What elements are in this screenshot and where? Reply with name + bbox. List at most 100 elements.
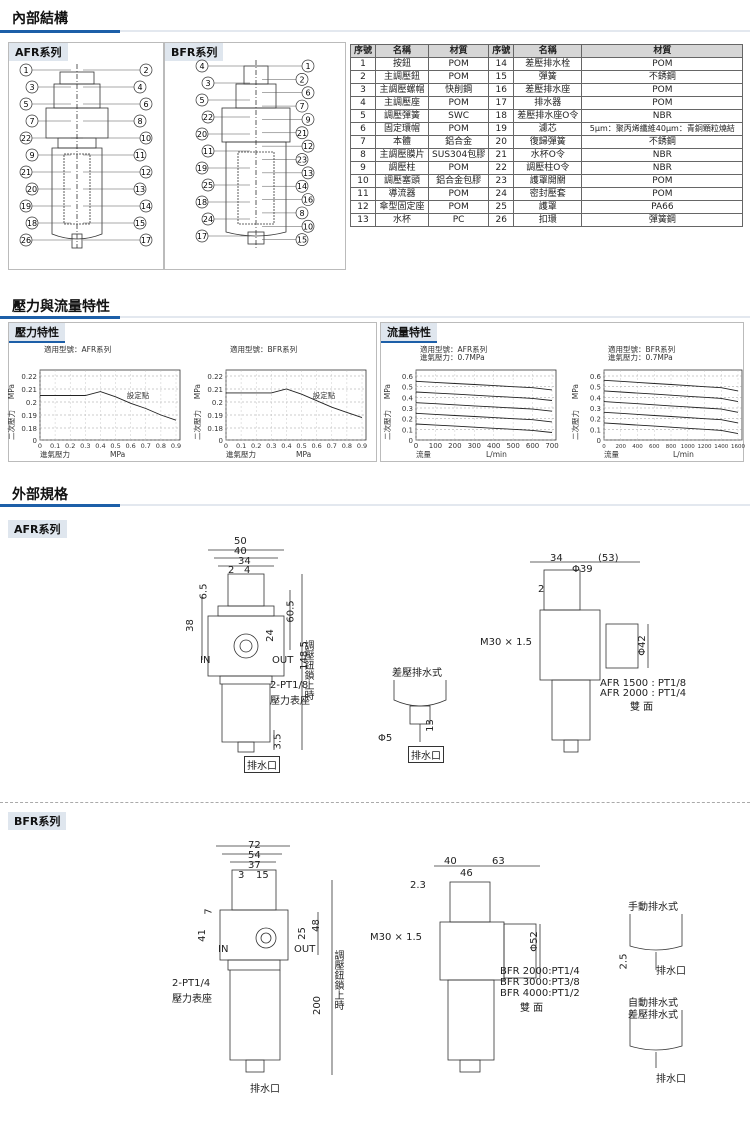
callout-number: 16: [303, 196, 313, 205]
parts-cell: 23: [488, 174, 515, 188]
section-title-characteristics: 壓力與流量特性: [12, 299, 110, 315]
chart-title: 適用型號：BFR系列: [230, 344, 297, 354]
callout-number: 12: [303, 142, 313, 151]
chart-x-tick: 0.3: [266, 442, 276, 450]
section-divider: [0, 30, 750, 33]
chart-series-line: [40, 391, 177, 421]
parts-cell: 1: [349, 57, 377, 71]
chart-y-tick: 0.2: [402, 416, 413, 424]
chart-y-tick: 0.21: [207, 386, 223, 394]
chart-x-tick: 500: [506, 442, 519, 450]
callout-number: 20: [197, 130, 207, 139]
bfr-manual-dim-2-5: 2.5: [618, 953, 630, 970]
parts-cell: 快削鋼: [428, 83, 490, 97]
callout-number: 19: [21, 202, 31, 211]
chart-y-tick: 0.19: [21, 412, 37, 420]
afr-dim-60-5: 60.5: [285, 600, 297, 623]
chart-y-tick: 0.18: [21, 425, 37, 433]
parts-cell: SWC: [428, 109, 490, 123]
chart-y-tick: 0.19: [207, 412, 223, 420]
callout-number: 1: [23, 66, 28, 75]
parts-cell: 9: [349, 161, 377, 175]
parts-cell: 13: [349, 213, 377, 227]
parts-cell: 調壓彈簧: [375, 109, 430, 123]
callout-circle: [301, 166, 315, 180]
callout-number: 6: [305, 89, 310, 98]
bfr-model-3000: BFR 3000:PT3/8: [500, 977, 580, 988]
callout-circle: [139, 199, 153, 213]
callout-circle: [25, 148, 39, 162]
parts-cell: 22: [488, 161, 515, 175]
afr-dim-2: 2: [228, 565, 235, 576]
bfr-dim-37: 37: [248, 860, 261, 871]
callout-circle: [19, 97, 33, 111]
callout-number: 17: [197, 232, 207, 241]
chart-x-tick: 0.8: [156, 442, 166, 450]
bfr-dim-72: 72: [248, 840, 261, 851]
callout-circle: [301, 113, 315, 126]
chart-frame: [225, 369, 367, 441]
chart-x-tick: 0: [224, 442, 228, 450]
chart-x-tick: 200: [448, 442, 461, 450]
parts-header-cell: 材質: [581, 44, 744, 58]
section-title-internal: 內部結構: [12, 11, 68, 27]
parts-cell: 11: [349, 187, 377, 201]
parts-cell: 5μm：聚丙烯纖維40μm：青銅顆粒燒結: [581, 122, 744, 136]
chart-y-tick: 0.1: [590, 426, 601, 434]
parts-cell: 18: [488, 109, 515, 123]
chart-series-line: [415, 391, 553, 401]
chart-x-label: 進氣壓力: [40, 449, 70, 459]
bfr-auto-drain-title: 自動排水式: [628, 998, 678, 1009]
callout-number: 22: [203, 113, 213, 122]
chart-y-tick: 0: [219, 437, 223, 445]
callout-circle: [25, 114, 39, 128]
chart-series-line: [415, 423, 553, 433]
callout-number: 4: [199, 62, 204, 71]
parts-cell: 濾芯: [513, 122, 583, 136]
bfr-in-label: IN: [218, 944, 229, 955]
parts-cell: POM: [428, 200, 490, 214]
bfr-port-label: 2-PT1/4: [172, 978, 211, 989]
callout-number: 25: [203, 181, 213, 190]
callout-circle: [25, 80, 39, 94]
callout-circle: [25, 182, 39, 196]
callout-circle: [301, 139, 315, 153]
parts-cell: 14: [488, 57, 515, 71]
chart-y-tick: 0.22: [207, 373, 223, 381]
bfr-auto-drain-label: 排水口: [656, 1074, 686, 1085]
afr-adjust-note: 調壓鈕鎖上時: [302, 640, 313, 700]
bfr-dim-25: 25: [296, 927, 308, 940]
chart-x-tick: 400: [632, 444, 643, 450]
bfr-gauge-label: 壓力表座: [172, 994, 212, 1005]
callout-number: 5: [23, 100, 28, 109]
callout-circle: [201, 178, 215, 192]
chart-x-tick: 0.1: [236, 442, 246, 450]
chart-y-label: 二次壓力: [570, 410, 580, 440]
afr-dim-4: 4: [244, 565, 251, 576]
callout-number: 19: [197, 164, 207, 173]
afr-dim-34: 34: [238, 556, 251, 567]
series-divider: [0, 802, 750, 803]
chart-x-unit: MPa: [110, 450, 125, 459]
callout-number: 3: [29, 83, 34, 92]
parts-cell: 差壓排水座: [513, 83, 583, 97]
parts-cell: POM: [428, 70, 490, 84]
parts-cell: 不銹鋼: [581, 135, 744, 149]
callout-circle: [139, 131, 153, 145]
section-divider: [0, 504, 750, 507]
afr-gauge-label: 壓力表座: [270, 696, 310, 707]
chart-y-tick: 0.2: [26, 399, 37, 407]
parts-cell: 19: [488, 122, 515, 136]
chart-x-unit: L/min: [486, 450, 507, 459]
bfr-both-sides: 雙 面: [520, 1003, 544, 1014]
callout-circle: [195, 195, 209, 209]
parts-cell: 8: [349, 148, 377, 162]
bfr-side-phi52: Φ52: [528, 931, 540, 952]
callout-circle: [19, 233, 33, 247]
callout-number: 6: [143, 100, 148, 109]
parts-cell: 導流器: [375, 187, 430, 201]
callout-circle: [25, 216, 39, 230]
